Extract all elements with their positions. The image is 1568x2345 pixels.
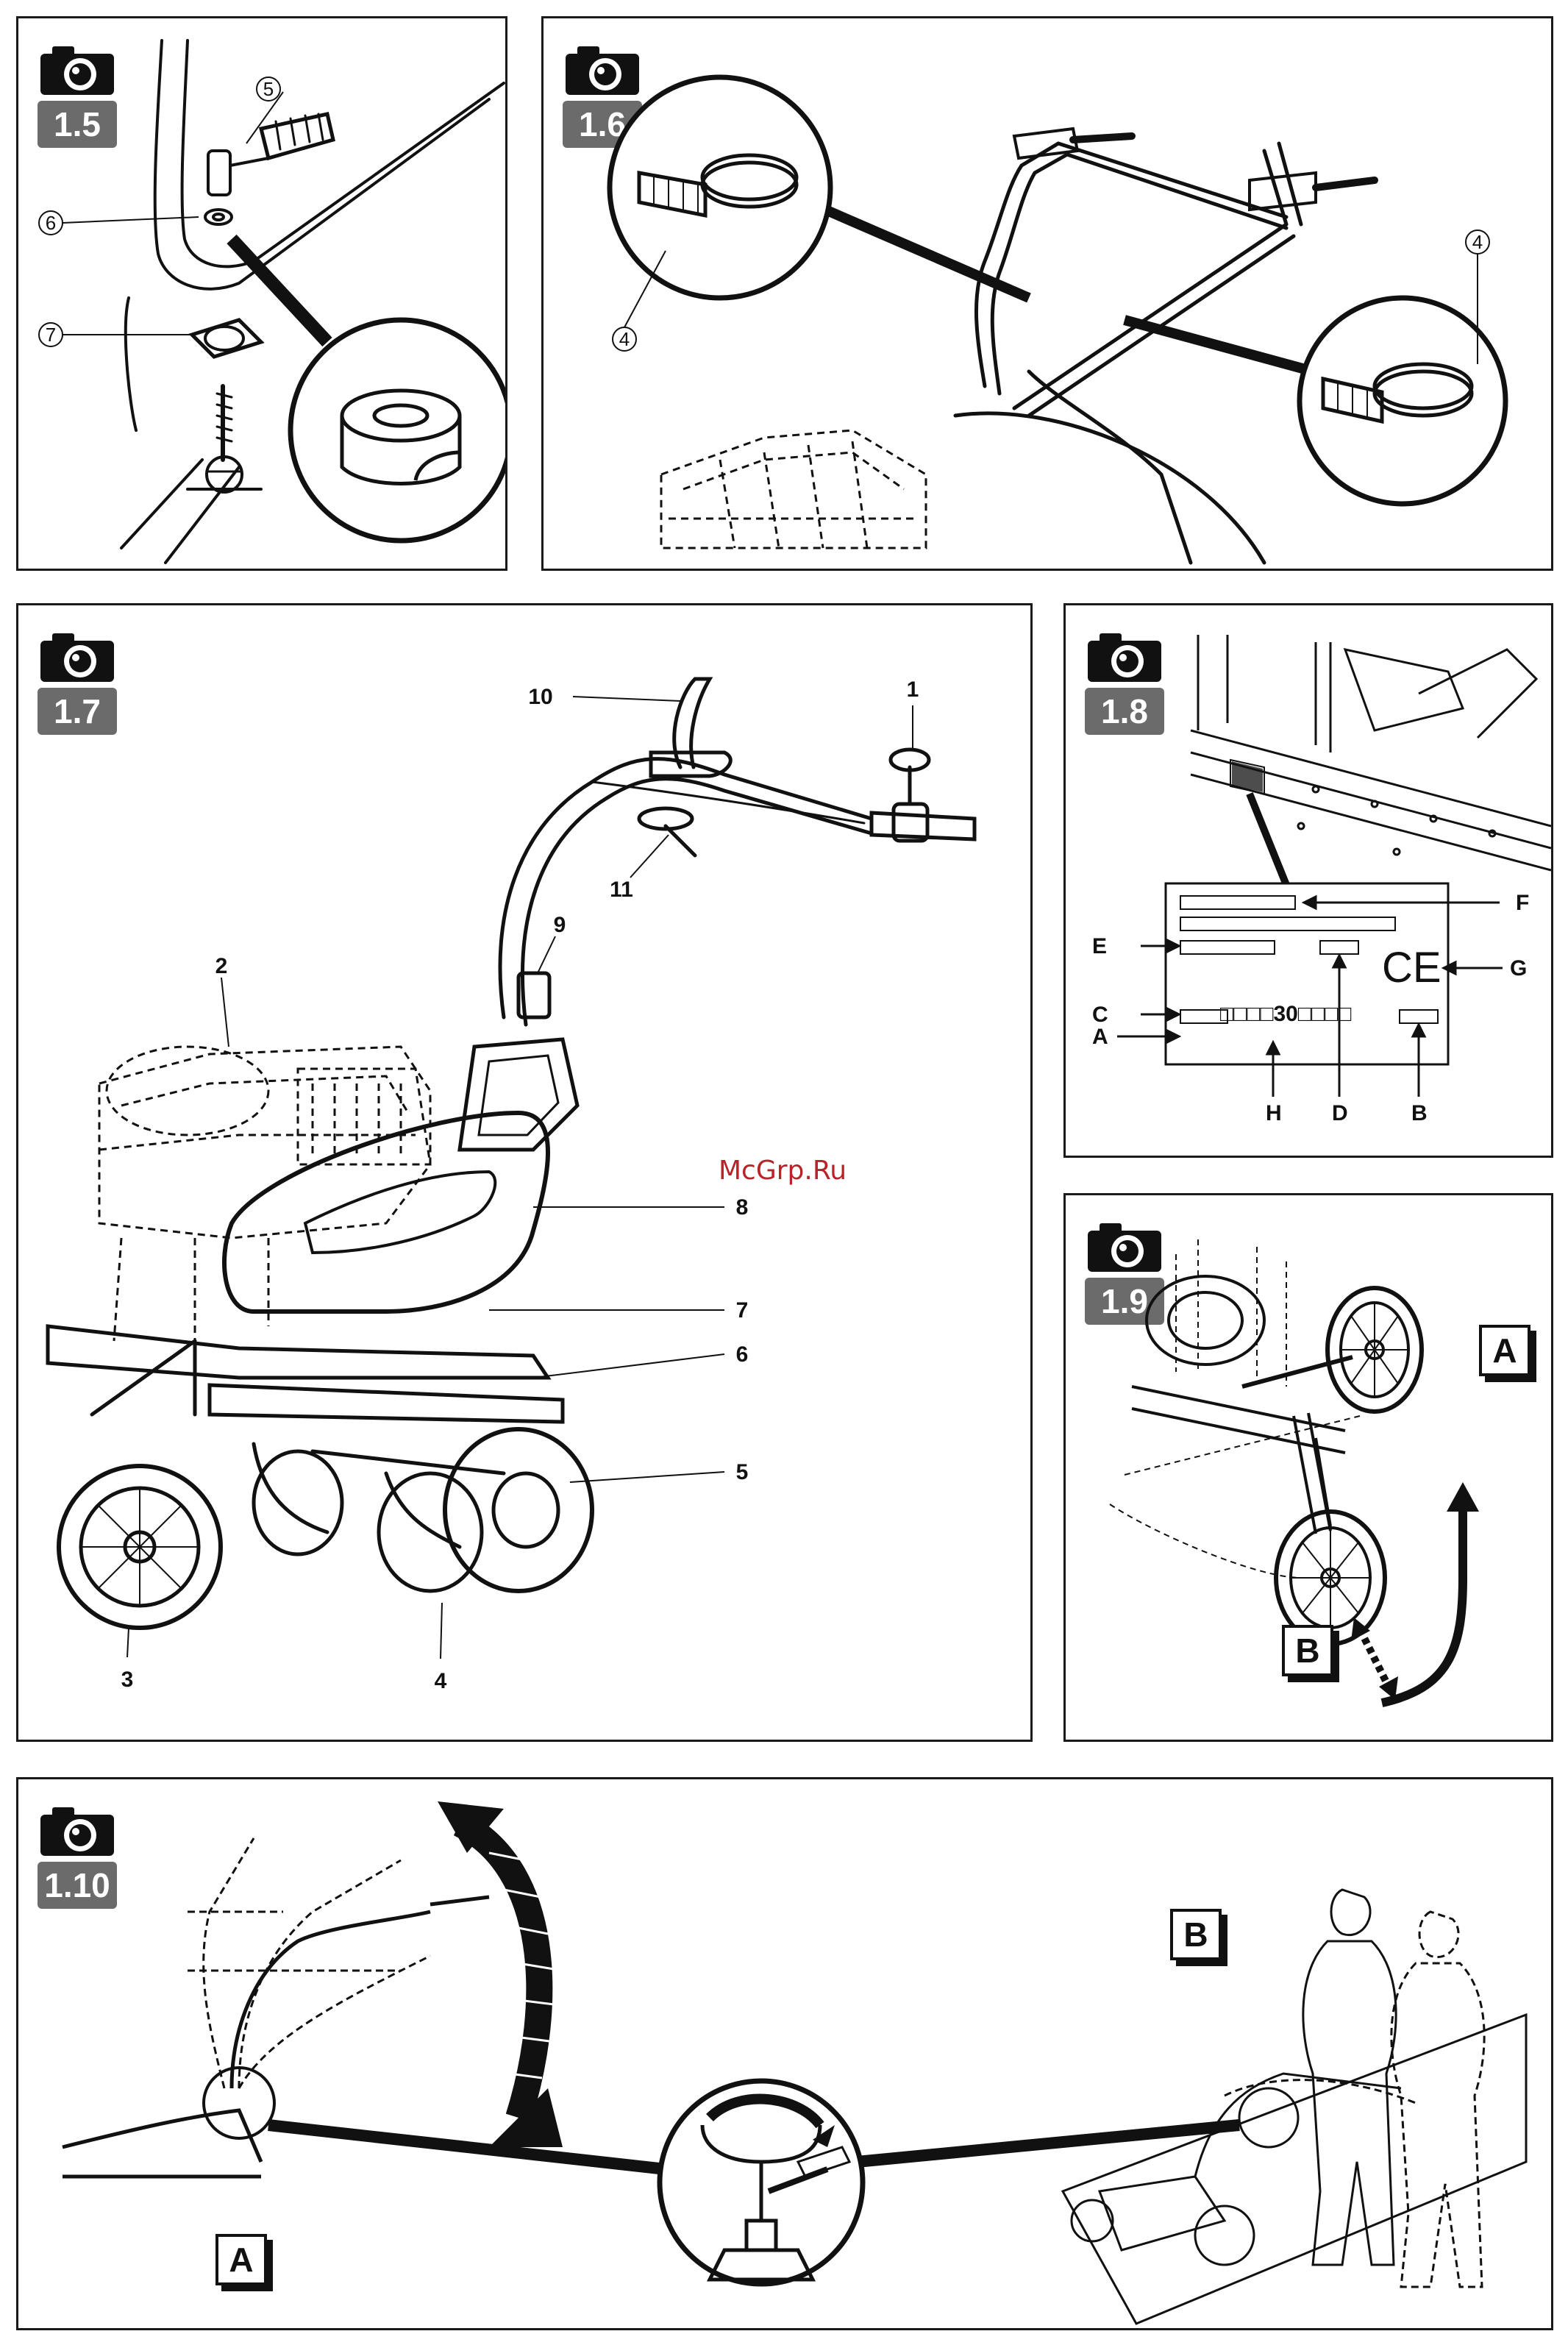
callout-3: 3 [121, 1668, 134, 1692]
callout-4: 4 [435, 1669, 447, 1693]
callout-2: 2 [215, 954, 228, 978]
callout-8: 8 [736, 1195, 749, 1220]
callout-5: 5 [263, 78, 274, 100]
label-C: C [1092, 1003, 1108, 1027]
callout-1: 1 [907, 677, 919, 702]
marker-B: B [1170, 1909, 1222, 1960]
marker-A: A [215, 2234, 267, 2285]
figure-1-6: 1.6 [541, 16, 1553, 571]
label-A: A [1092, 1025, 1108, 1049]
label-G: G [1510, 956, 1527, 981]
label-B: B [1411, 1101, 1428, 1125]
label-E: E [1092, 934, 1107, 958]
plate-code: □□□□30□□□□ [1220, 1002, 1352, 1026]
callout-7: 7 [46, 324, 56, 346]
figure-1-5: 1.5 [16, 16, 507, 571]
figure-1-9: 1.9 A B [1063, 1193, 1553, 1742]
label-D: D [1332, 1101, 1348, 1125]
watermark-text: McGrp.Ru [719, 1156, 847, 1186]
figure-1-8: 1.8 □□□□30□□□□ CE [1063, 603, 1553, 1158]
callout-6: 6 [736, 1342, 749, 1367]
callout-9: 9 [554, 913, 566, 937]
figure-1-7: 1.7 [16, 603, 1033, 1742]
callout-7: 7 [736, 1298, 749, 1323]
callout-6: 6 [46, 212, 56, 234]
marker-B: B [1282, 1625, 1333, 1676]
cable-tie-illustration: 4 4 [544, 18, 1553, 571]
callout-4-left: 4 [619, 328, 630, 350]
rating-plate-illustration: □□□□30□□□□ CE F E G C A H D B [1066, 605, 1553, 1158]
callout-4-right: 4 [1472, 231, 1483, 253]
label-F: F [1516, 891, 1529, 915]
marker-A: A [1479, 1325, 1530, 1376]
label-H: H [1266, 1101, 1282, 1125]
ce-mark: CE [1382, 944, 1442, 992]
callout-11: 11 [610, 878, 633, 902]
handle-bolt-illustration: 5 6 7 [18, 18, 507, 571]
callout-10: 10 [528, 685, 552, 709]
callout-5: 5 [736, 1460, 749, 1484]
tiller-overview-illustration: 10 1 11 9 2 8 7 6 5 3 4 [18, 605, 1033, 1742]
figure-1-10: 1.10 [16, 1777, 1553, 2330]
